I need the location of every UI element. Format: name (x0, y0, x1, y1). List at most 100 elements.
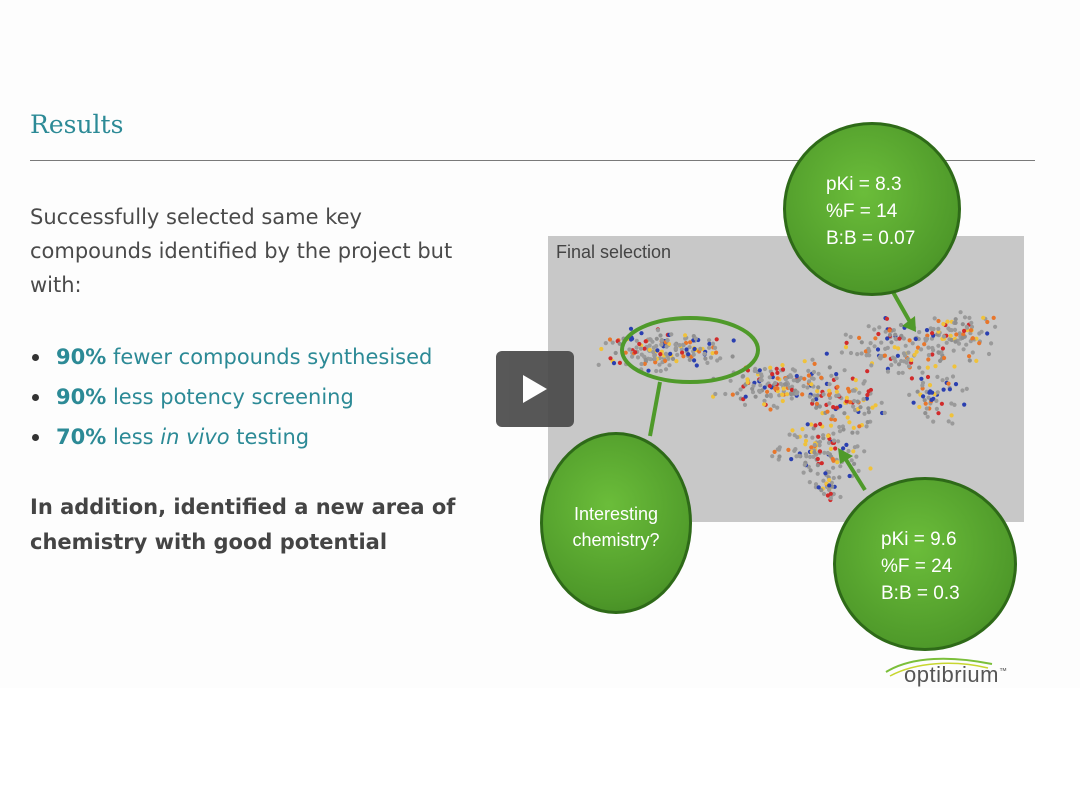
scatter-point (896, 362, 902, 367)
scatter-point (977, 331, 982, 336)
scatter-point (833, 446, 838, 451)
scatter-point (897, 336, 902, 341)
scatter-point (949, 413, 954, 418)
slide-title: Results (30, 110, 124, 139)
logo-swoosh-icon (885, 657, 993, 677)
scatter-point (968, 328, 974, 333)
scatter-point (902, 325, 907, 330)
bubble-text: pKi = 8.3 %F = 14 B:B = 0.07 (826, 171, 915, 252)
scatter-point (831, 491, 836, 497)
scatter-point (864, 424, 869, 429)
scatter-point (907, 392, 912, 397)
bullet-item: 70% less in vivo testing (30, 417, 432, 457)
scatter-point (919, 347, 924, 352)
scatter-point (803, 438, 809, 443)
scatter-point (731, 370, 736, 375)
scatter-point (868, 341, 873, 346)
scatter-point (634, 345, 639, 350)
scatter-point (852, 398, 857, 404)
scatter-point (858, 405, 863, 410)
scatter-point (775, 376, 780, 381)
scatter-point (745, 368, 750, 373)
scatter-point (940, 378, 945, 383)
scatter-point (666, 356, 671, 361)
scatter-point (817, 404, 822, 409)
video-play-button[interactable] (496, 351, 574, 427)
scatter-point (962, 402, 967, 407)
scatter-point (960, 335, 965, 340)
scatter-point (773, 386, 778, 391)
scatter-point (778, 381, 783, 386)
scatter-point (887, 332, 893, 337)
scatter-point (932, 316, 937, 321)
scatter-point (819, 375, 824, 380)
scatter-point (768, 365, 773, 370)
scatter-point (655, 348, 660, 353)
scatter-point (873, 403, 878, 408)
optibrium-logo: optibrium™ (882, 654, 1042, 688)
scatter-point (795, 390, 800, 395)
scatter-point (805, 422, 810, 427)
scatter-point (762, 398, 767, 403)
scatter-point (936, 343, 941, 348)
scatter-point (768, 394, 773, 399)
scatter-point (949, 401, 954, 406)
scatter-point (683, 333, 688, 338)
scatter-point (866, 406, 871, 411)
scatter-point (805, 385, 810, 390)
scatter-point (753, 394, 758, 399)
scatter-point (920, 386, 925, 391)
scatter-point (642, 346, 647, 351)
bubble-line: B:B = 0.07 (826, 228, 916, 249)
scatter-point (969, 320, 974, 325)
scatter-point (762, 385, 767, 390)
scatter-point (836, 439, 841, 444)
scatter-point (828, 446, 833, 451)
scatter-point (977, 341, 982, 346)
scatter-point (780, 398, 785, 404)
scatter-point (936, 318, 941, 324)
scatter-point (921, 394, 926, 399)
scatter-point (624, 362, 629, 367)
scatter-point (862, 379, 867, 384)
scatter-point (789, 396, 794, 401)
scatter-point (915, 389, 920, 394)
scatter-point (922, 398, 927, 403)
scatter-point (933, 364, 938, 369)
scatter-point (934, 406, 939, 411)
scatter-point (848, 350, 854, 356)
scatter-point (843, 332, 848, 337)
scatter-point (898, 322, 904, 328)
scatter-point (947, 387, 952, 392)
scatter-point (953, 320, 958, 325)
scatter-point (750, 390, 756, 395)
title-divider (30, 160, 1035, 161)
scatter-point (923, 401, 928, 406)
scatter-point (663, 367, 669, 372)
scatter-point (855, 444, 860, 449)
scatter-point (657, 362, 662, 367)
scatter-point (646, 368, 651, 373)
scatter-point (837, 429, 843, 434)
bubble-line: pKi = 9.6 (881, 529, 957, 550)
scatter-point (826, 440, 832, 445)
scatter-point (814, 405, 819, 410)
scatter-point (887, 328, 892, 333)
scatter-point (681, 354, 686, 359)
scatter-point (847, 400, 853, 405)
scatter-point (970, 336, 975, 341)
scatter-point (639, 361, 644, 367)
scatter-point (920, 370, 925, 375)
scatter-point (742, 402, 748, 407)
scatter-point (909, 376, 914, 381)
scatter-point (814, 397, 819, 402)
scatter-point (730, 392, 735, 397)
scatter-point (960, 388, 965, 393)
bullet-item: 90% less potency screening (30, 377, 432, 417)
scatter-point (762, 366, 767, 372)
scatter-point (708, 355, 714, 360)
scatter-point (780, 363, 785, 368)
bullet-text: less (106, 425, 161, 449)
scatter-point (930, 345, 935, 351)
scatter-point (803, 452, 809, 457)
